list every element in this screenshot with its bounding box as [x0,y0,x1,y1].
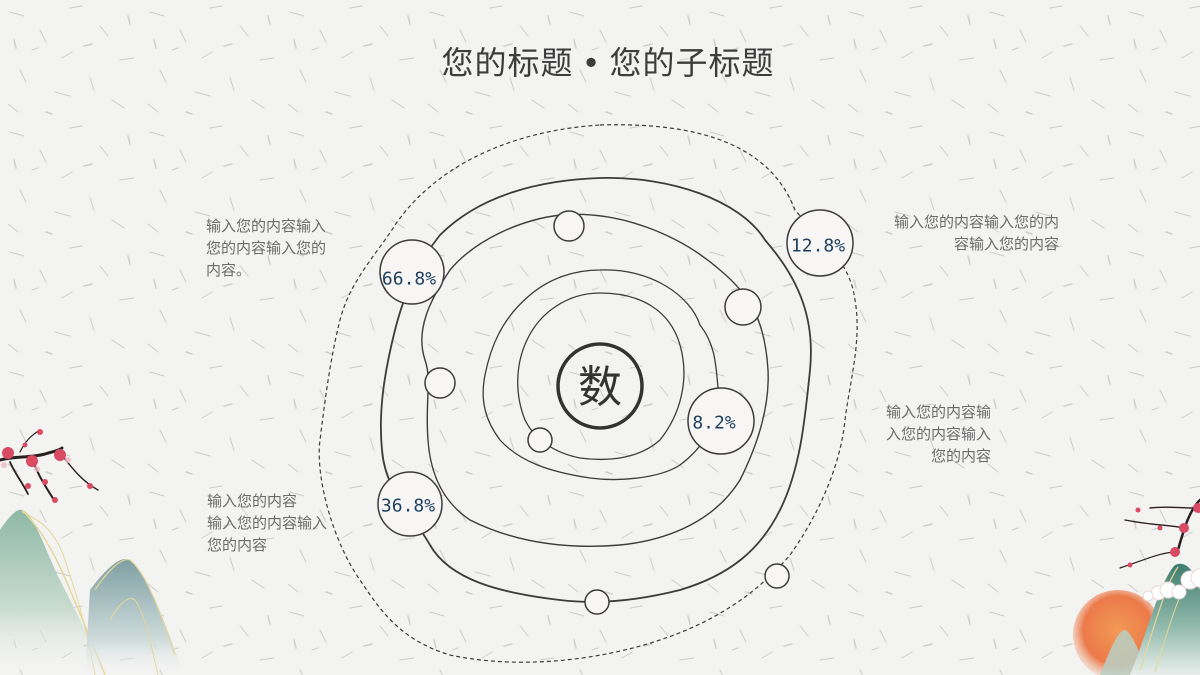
description-line: 输入您的内容输 [885,403,991,421]
description-line: 您的内容 [207,536,268,554]
description-line: 输入您的内容输入您的内 [893,213,1059,231]
orbit-ring-1 [517,292,685,461]
percent-value-4: 36.8% [380,495,436,517]
description-line: 您的内容输入您的 [206,239,327,257]
subtitle-text: 您的子标题 [609,44,775,82]
orbit-node-right [724,288,762,326]
percent-value-3: 8.2% [692,412,736,434]
title-text: 您的标题 [441,44,574,82]
description-line: 内容。 [206,261,252,279]
percent-value-2: 12.8% [790,235,846,257]
mountain-sun-decoration-right [1073,498,1200,675]
plum-branch-icon [0,429,99,501]
percent-bubble-8 [687,387,755,455]
plum-blossom-icon [1127,503,1200,568]
description-line: 入您的内容输入 [885,425,991,443]
center-label: 数 [578,362,622,413]
description-line: 您的内容 [930,447,991,465]
orbit-ring-2 [482,269,721,481]
description-line: 输入您的内容输入 [206,217,327,235]
page-title: 您的标题•您的子标题 [0,38,1200,84]
center-circle [556,342,644,430]
plum-branch-icon [1119,498,1200,569]
mountain-icon [85,559,185,675]
orbit-node-inner [527,427,553,453]
orbit-node-dashed [764,563,790,589]
description-1: 输入您的内容输入 您的内容输入您的 内容。 [206,215,326,281]
description-2: 输入您的内容输入您的内 容输入您的内容 [894,211,1059,255]
description-4: 输入您的内容 输入您的内容输入 您的内容 [207,490,327,556]
orbit-node-top [553,210,585,242]
percent-value-1: 66.8% [381,268,437,290]
mountain-plum-decoration-left [0,429,185,675]
orbit-node-left [424,367,456,399]
description-line: 容输入您的内容 [953,235,1059,253]
percent-bubble-12 [786,209,854,277]
percent-bubble-36 [377,471,443,537]
description-3: 输入您的内容输 入您的内容输入 您的内容 [886,401,991,467]
cloud-icon [1142,568,1200,602]
orbit-node-bottom [584,589,610,615]
description-line: 输入您的内容 [207,492,298,510]
description-line: 输入您的内容输入 [207,514,328,532]
percent-bubble-66 [379,239,445,305]
plum-blossom-icon [2,429,93,503]
title-separator: • [581,44,602,82]
mountain-icon [0,509,110,675]
